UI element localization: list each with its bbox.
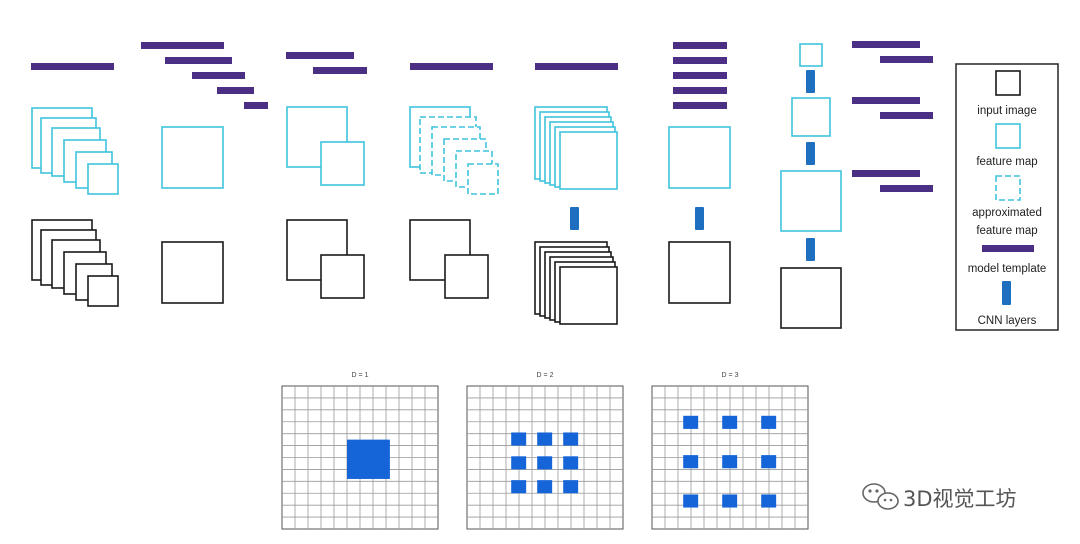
input-image (559, 266, 618, 325)
model-template-bar (673, 102, 727, 109)
model-template-bar (410, 63, 493, 70)
feature-map (87, 163, 119, 195)
kernel-cell (563, 432, 579, 446)
feature-map (799, 43, 823, 67)
model-template-bar (852, 97, 920, 104)
kernel-cell (563, 480, 579, 494)
model-template-bar (535, 63, 618, 70)
kernel-cell (347, 439, 390, 479)
wechat-eye (875, 489, 879, 493)
model-template-bar (217, 87, 254, 94)
feature-map (320, 141, 365, 186)
legend-input-image-label: input image (977, 105, 1036, 117)
legend-model-template-swatch (982, 245, 1034, 252)
legend-cnn-layers-swatch (1002, 281, 1011, 305)
wechat-eye (868, 489, 872, 493)
legend-input-image-swatch (995, 70, 1021, 96)
legend-approximated-label-line2: feature map (976, 225, 1037, 237)
kernel-cell (537, 480, 553, 494)
legend-approximated-label-line1: approximated (972, 207, 1042, 219)
approximated-feature-map (467, 163, 499, 195)
model-template-bar (852, 170, 920, 177)
kernel-cell (761, 415, 777, 429)
model-template-bar (673, 42, 727, 49)
kernel-cell (683, 415, 699, 429)
feature-map (780, 170, 842, 232)
model-template-bar (880, 56, 933, 63)
model-template-bar (880, 185, 933, 192)
panel-featurized-pyramid (31, 63, 119, 307)
input-image (668, 241, 731, 304)
feature-map (559, 131, 618, 190)
input-image (780, 267, 842, 329)
cnn-layer (570, 207, 579, 230)
kernel-cell (563, 456, 579, 470)
model-template-bar (880, 112, 933, 119)
model-template-bar (286, 52, 354, 59)
input-image (409, 219, 471, 281)
kernel-cell (761, 494, 777, 508)
wechat-eye (883, 498, 887, 502)
kernel-cell (511, 432, 527, 446)
panel-approximated-maps (409, 63, 493, 299)
feature-map (668, 126, 731, 189)
wechat-eye (889, 498, 893, 502)
input-image (320, 254, 365, 299)
kernel-cell (761, 455, 777, 469)
model-template-bar (852, 41, 920, 48)
model-template-bar (313, 67, 367, 74)
input-image (87, 275, 119, 307)
model-template-bar (673, 57, 727, 64)
legend-feature-map-label: feature map (976, 156, 1037, 168)
kernel-cell (683, 494, 699, 508)
watermark: 3D视觉工坊 (862, 483, 1017, 511)
dilation-panel-d3: D = 3 (651, 372, 809, 530)
legend-feature-map-swatch (995, 123, 1021, 149)
feature-map (791, 97, 831, 137)
legend-model-template-label: model template (968, 263, 1047, 275)
dilation-title: D = 3 (722, 372, 739, 379)
wechat-icon (862, 483, 899, 510)
feature-map (161, 126, 224, 189)
panel-cnn-feature-stack (534, 63, 618, 325)
panel-cnn-multiscale (780, 41, 933, 329)
watermark-text: 3D视觉工坊 (903, 487, 1017, 511)
cnn-layer (806, 238, 815, 261)
wechat-bubble (877, 492, 899, 510)
model-template-bar (165, 57, 232, 64)
model-template-bar (141, 42, 224, 49)
model-template-bar (673, 72, 727, 79)
approximated-feature-maps (409, 106, 499, 195)
cnn-layer (806, 142, 815, 165)
kernel-cell (722, 455, 738, 469)
panel-multi-template (141, 42, 268, 304)
dilation-title: D = 1 (352, 372, 369, 379)
model-template-bar (244, 102, 268, 109)
model-template-bar (673, 87, 727, 94)
cnn-layer (806, 70, 815, 93)
dilation-panel-d1: D = 1 (281, 372, 439, 530)
panel-two-scale (286, 52, 367, 299)
dilation-panel-d2: D = 2 (466, 372, 624, 530)
kernel-cell (537, 456, 553, 470)
input-image (444, 254, 489, 299)
dilation-title: D = 2 (537, 372, 554, 379)
legend-cnn-layers-label: CNN layers (978, 315, 1037, 327)
legend-approximated-feature-map-swatch (995, 175, 1021, 201)
kernel-cell (722, 494, 738, 508)
kernel-cell (722, 415, 738, 429)
panel-cnn-multi-template (668, 42, 731, 304)
legend: input image feature map approximated featur… (955, 63, 1059, 331)
model-template-bar (31, 63, 114, 70)
kernel-cell (511, 456, 527, 470)
kernel-cell (683, 455, 699, 469)
input-image (161, 241, 224, 304)
cnn-layer (695, 207, 704, 230)
kernel-cell (511, 480, 527, 494)
kernel-cell (537, 432, 553, 446)
model-template-bar (192, 72, 245, 79)
